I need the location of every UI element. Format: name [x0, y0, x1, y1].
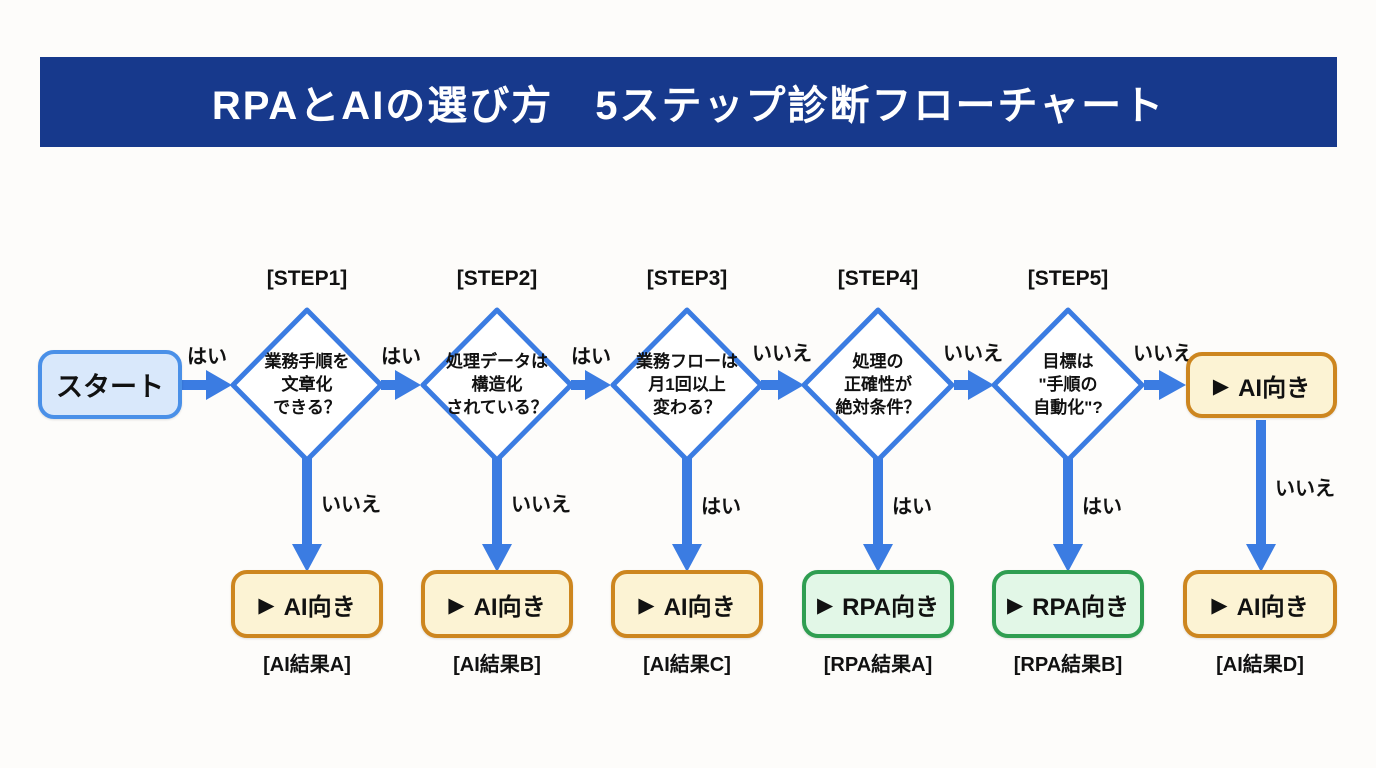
arrow-step3-down — [672, 458, 702, 572]
result-caption-ai-a: [AI結果A] — [263, 654, 351, 676]
edge-label-step1-down: いいえ — [321, 494, 381, 516]
arrow-step5-to-ai-top — [1144, 370, 1186, 400]
result-node-ai-a: ▶ AI向き — [231, 570, 383, 638]
edge-label-step5-ai-top: いいえ — [1133, 343, 1193, 365]
start-node: スタート — [38, 350, 182, 419]
arrow-ai-top-down — [1246, 420, 1276, 572]
edge-label-step5-down: はい — [1082, 496, 1122, 518]
result-label: AI向き — [1236, 593, 1309, 621]
triangle-icon: ▶ — [1212, 374, 1230, 398]
edge-label-step3-down: はい — [701, 496, 741, 518]
step-1-tag: [STEP1] — [266, 267, 348, 290]
result-caption-rpa-b: [RPA結果B] — [1013, 654, 1123, 676]
edge-label-step2-step3: はい — [571, 346, 611, 368]
result-label: RPA向き — [1032, 593, 1130, 621]
result-label: AI向き — [663, 593, 736, 621]
title-banner: RPAとAIの選び方 5ステップ診断フローチャート — [40, 57, 1337, 147]
result-node-ai-top: ▶ AI向き — [1186, 352, 1337, 418]
result-caption-ai-b: [AI結果B] — [453, 654, 541, 676]
edge-label-step2-down: いいえ — [511, 494, 571, 516]
step-4-tag: [STEP4] — [837, 267, 919, 290]
result-label: AI向き — [283, 593, 356, 621]
step-3-question: 業務フローは 月1回以上 変わる？ — [636, 352, 738, 417]
result-label: RPA向き — [842, 593, 940, 621]
triangle-icon: ▶ — [448, 593, 465, 617]
step-5-diamond — [991, 307, 1145, 463]
edge-label-step4-down: はい — [892, 496, 932, 518]
result-caption-ai-d: [AI結果D] — [1216, 654, 1304, 676]
result-node-ai-b: ▶ AI向き — [421, 570, 573, 638]
start-node-label: スタート — [56, 372, 164, 402]
edge-label-ai-top-down: いいえ — [1275, 478, 1335, 500]
step-2-tag: [STEP2] — [456, 267, 538, 290]
edge-label-step4-step5: いいえ — [943, 343, 1003, 365]
step-5-tag: [STEP5] — [1027, 267, 1109, 290]
arrow-step2-to-step3 — [571, 370, 611, 400]
result-node-rpa-a: ▶ RPA向き — [802, 570, 954, 638]
result-label: AI向き — [473, 593, 546, 621]
step-2-question: 処理データは 構造化 されている？ — [446, 352, 548, 417]
arrow-start-to-step1 — [182, 370, 232, 400]
step-2-diamond — [420, 307, 574, 463]
result-node-ai-c: ▶ AI向き — [611, 570, 763, 638]
step-4-diamond — [801, 307, 955, 463]
edge-label-step3-step4: いいえ — [752, 343, 812, 365]
result-node-rpa-b: ▶ RPA向き — [992, 570, 1144, 638]
result-caption-rpa-a: [RPA結果A] — [823, 654, 933, 676]
step-4-question: 処理の 正確性が 絶対条件？ — [835, 352, 921, 417]
page-title: RPAとAIの選び方 5ステップ診断フローチャート — [211, 84, 1166, 128]
edge-label-step1-step2: はい — [381, 346, 421, 368]
arrow-step2-down — [482, 458, 512, 572]
arrow-step1-to-step2 — [381, 370, 421, 400]
step-3-tag: [STEP3] — [646, 267, 728, 290]
arrow-step5-down — [1053, 458, 1083, 572]
arrow-step4-to-step5 — [954, 370, 994, 400]
edge-label-start-step1: はい — [187, 346, 227, 368]
arrow-step3-to-step4 — [761, 370, 804, 400]
triangle-icon: ▶ — [258, 593, 275, 617]
triangle-icon: ▶ — [816, 593, 834, 617]
arrow-step4-down — [863, 458, 893, 572]
result-caption-ai-c: [AI結果C] — [643, 654, 731, 676]
step-5-question: 目標は "手順の 自動化"? — [1033, 352, 1103, 417]
triangle-icon: ▶ — [638, 593, 655, 617]
arrow-step1-down — [292, 458, 322, 572]
result-node-ai-d: ▶ AI向き — [1183, 570, 1337, 638]
triangle-icon: ▶ — [1211, 593, 1228, 617]
step-3-diamond — [610, 307, 764, 463]
step-1-question: 業務手順を 文章化 できる？ — [264, 352, 350, 417]
step-1-diamond — [230, 307, 384, 463]
result-label: AI向き — [1238, 374, 1311, 402]
triangle-icon: ▶ — [1006, 593, 1024, 617]
